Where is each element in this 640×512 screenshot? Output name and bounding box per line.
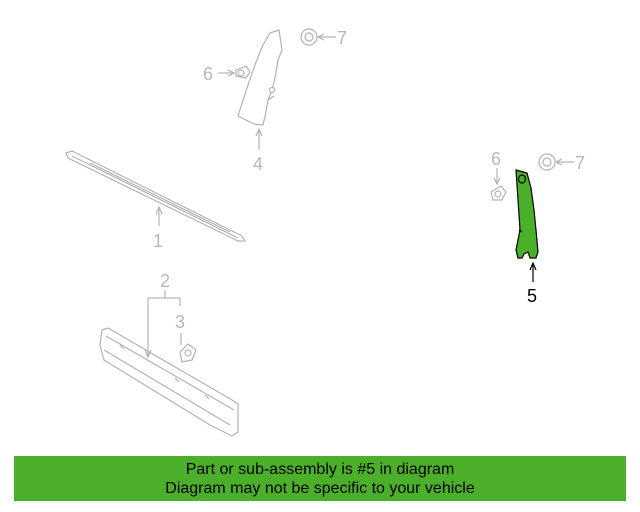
part-4-pillar-trim[interactable]	[237, 29, 283, 126]
leader-7-right-arrow	[554, 158, 563, 166]
banner-line-disclaimer: Diagram may not be specific to your vehi…	[165, 480, 475, 497]
callout-2: 2	[160, 271, 170, 291]
part-6-clip-upper[interactable]	[235, 65, 251, 79]
leader-6-upper-arrow	[227, 69, 236, 77]
part-5-pillar-trim-highlighted[interactable]	[515, 169, 539, 259]
exploded-parts-diagram: 4 6 7 1	[65, 28, 585, 437]
leader-2	[147, 290, 181, 356]
part-2-rocker-molding[interactable]	[99, 327, 239, 437]
info-banner: Part or sub-assembly is #5 in diagram Di…	[14, 456, 626, 501]
callout-6-upper: 6	[203, 64, 213, 84]
callout-6-right: 6	[491, 149, 501, 169]
leader-4-arrow	[255, 127, 263, 137]
callout-7-right: 7	[575, 153, 585, 173]
callout-3: 3	[175, 312, 185, 332]
leader-7-upper-arrow	[316, 33, 325, 41]
leader-6-right-arrow	[493, 177, 501, 186]
leader-1-arrow	[155, 205, 163, 215]
part-1-weatherstrip[interactable]	[65, 150, 246, 242]
part-7-grommet-right[interactable]	[538, 153, 556, 171]
banner-line-part-number: Part or sub-assembly is #5 in diagram	[185, 461, 455, 478]
callout-4: 4	[253, 154, 263, 174]
callout-5: 5	[527, 286, 537, 306]
callout-1: 1	[153, 231, 163, 251]
part-3-clip[interactable]	[179, 343, 197, 363]
leader-2-arrow	[144, 349, 152, 359]
callout-7-upper: 7	[337, 28, 347, 48]
part-7-grommet-upper[interactable]	[300, 28, 318, 46]
leader-5-arrow	[529, 261, 537, 271]
part-6-clip-right[interactable]	[490, 185, 507, 201]
